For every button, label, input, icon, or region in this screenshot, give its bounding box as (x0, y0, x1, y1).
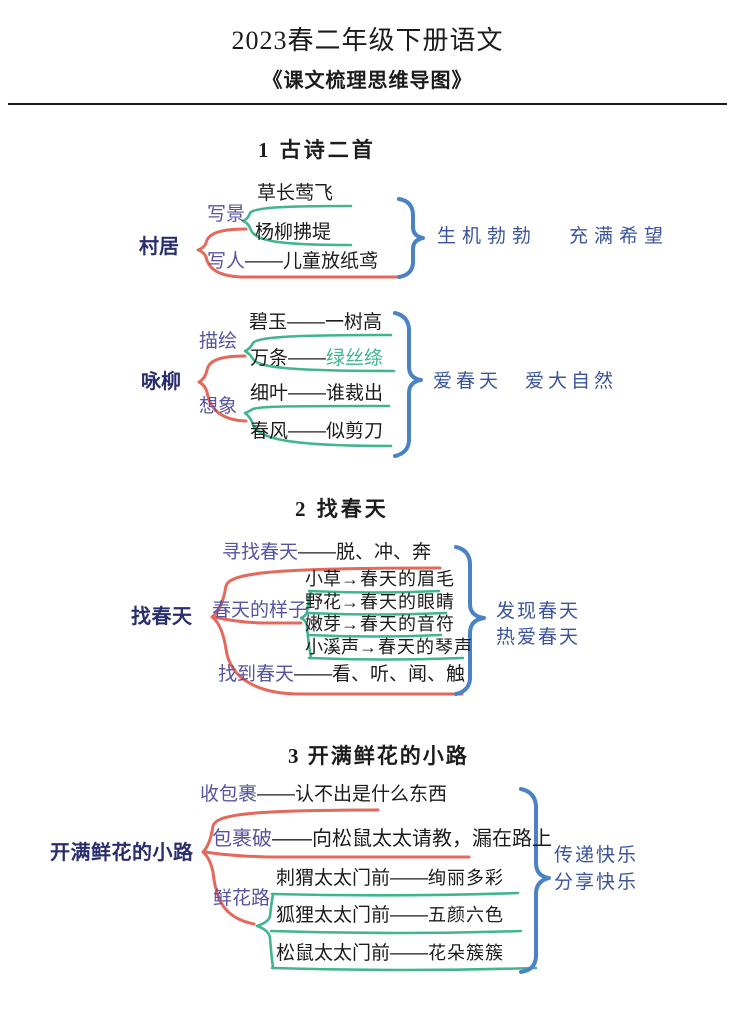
xiejing-green-bracket (241, 204, 353, 247)
row-nenya: 嫩芽→春天的音符 (305, 614, 455, 635)
yongliu-red-brace (197, 354, 248, 423)
item-xiye: 细叶——谁裁出 (250, 383, 384, 404)
label-xiejing: 写景 (207, 204, 246, 225)
item-chunfeng: 春风——似剪刀 (250, 421, 384, 442)
item-caozhangyingfei: 草长莺飞 (257, 183, 334, 204)
xianhualu-underline-3 (270, 966, 538, 972)
row-xunzhao: 寻找春天——脱、冲、奔 (222, 542, 431, 564)
label-xunzhao: 寻找春天 (222, 542, 299, 563)
text-ciwei-tail: 绚丽多彩 (428, 868, 505, 888)
row-songshu: 松鼠太太门前——花朵簇簇 (276, 943, 504, 965)
note-shengji: 生机勃勃 (437, 226, 538, 247)
page-subtitle: 《课文梳理思维导图》 (262, 70, 473, 92)
header-divider (8, 103, 727, 105)
yongliu-blue-brace (393, 311, 423, 458)
xiaolu-blue-brace (519, 787, 551, 974)
zhaochuntian-middle-arm (212, 615, 303, 625)
cunju-blue-brace (397, 197, 425, 279)
label-miaohui: 描绘 (199, 331, 238, 352)
lesson2-heading: 2 找春天 (295, 497, 389, 521)
row-baoguopo: 包裹破——向松鼠太太请教，漏在路上 (212, 828, 552, 851)
label-shoubaoguo: 收包裹 (200, 784, 258, 805)
text-ciwei: 刺猬太太门前—— (276, 868, 429, 889)
text-songshu: 松鼠太太门前—— (276, 943, 429, 964)
text-xiaocao-tail: →春天的眉毛 (341, 569, 455, 589)
topic-yongliu: 咏柳 (141, 371, 181, 393)
xianhualu-underline-1 (270, 891, 520, 897)
page-title: 2023春二年级下册语文 (231, 26, 504, 55)
note-reai: 热爱春天 (496, 627, 581, 648)
topic-zhaochuntian: 找春天 (131, 606, 193, 628)
text-huli-tail: 五颜六色 (428, 905, 505, 925)
note-chongman: 充满希望 (569, 226, 670, 247)
row-xiaoxisheng: 小溪声→春天的琴声 (305, 637, 473, 658)
row-ciwei: 刺猬太太门前——绚丽多彩 (276, 868, 504, 890)
topic-cunju: 村居 (139, 236, 179, 258)
text-baoguopo-rest: ——向松鼠太太请教，漏在路上 (272, 828, 552, 850)
row-yehua: 野花→春天的眼睛 (305, 592, 455, 613)
text-lvsitao: 绿丝绦 (326, 348, 384, 369)
row-xiaocao: 小草→春天的眉毛 (305, 569, 455, 590)
xiaolu-middle-arm (203, 850, 471, 859)
label-baoguopo: 包裹破 (212, 828, 272, 850)
note-faxian: 发现春天 (496, 601, 581, 622)
row-wantiao: 万条——绿丝绦 (250, 348, 383, 370)
note-fenxiang: 分享快乐 (554, 872, 639, 893)
zhaochuntian-blue-brace (454, 545, 486, 696)
text-xiaoxisheng-tail: →春天的琴声 (359, 637, 473, 657)
row-zhaodao: 找到春天——看、听、闻、触 (218, 664, 465, 686)
row-huli: 狐狸太太门前——五颜六色 (276, 905, 504, 927)
text-xiaoxisheng: 小溪声 (305, 637, 359, 657)
text-shoubaoguo-rest: ——认不出是什么东西 (257, 784, 448, 805)
note-chuandi: 传递快乐 (554, 845, 639, 866)
yangzi-underline-4 (307, 656, 465, 661)
text-xieren-rest: ——儿童放纸鸢 (245, 251, 379, 272)
row-shoubaoguo: 收包裹——认不出是什么东西 (200, 784, 447, 806)
item-biyu: 碧玉——一树高 (249, 312, 383, 333)
lesson1-heading: 1 古诗二首 (258, 138, 376, 162)
text-yehua: 野花 (305, 592, 341, 612)
label-zhaodao: 找到春天 (218, 664, 295, 685)
text-xunzhao-rest: ——脱、冲、奔 (298, 542, 432, 563)
text-nenya: 嫩芽 (305, 614, 341, 634)
note-aichuntian: 爱春天 (433, 371, 503, 392)
yangzi-underline-2 (306, 611, 448, 616)
topic-xiaolu: 开满鲜花的小路 (50, 842, 194, 864)
xiaolu-red-brace (201, 808, 380, 926)
cunju-red-brace (196, 227, 400, 279)
label-yangzi: 春天的样子 (212, 600, 308, 621)
text-huli: 狐狸太太门前—— (276, 905, 429, 926)
miaohui-green-bracket (243, 333, 396, 373)
label-xieren: 写人 (207, 251, 246, 272)
note-aidaziran: 爱大自然 (525, 371, 618, 392)
yangzi-underline-3 (306, 633, 443, 638)
text-nenya-tail: →春天的音符 (341, 614, 455, 634)
xianhualu-green-spine (255, 892, 275, 970)
yangzi-underline-1 (307, 589, 441, 594)
text-yehua-tail: →春天的眼睛 (341, 592, 455, 612)
text-zhaodao-rest: ——看、听、闻、触 (294, 664, 466, 685)
text-xiaocao: 小草 (305, 569, 341, 589)
xiangxiang-green-bracket (243, 404, 393, 448)
label-xianhualu: 鲜花路 (213, 888, 271, 909)
label-xiangxiang: 想象 (199, 396, 238, 417)
item-yangliufudi: 杨柳拂堤 (255, 222, 332, 243)
xianhualu-underline-2 (269, 929, 523, 935)
text-songshu-tail: 花朵簇簇 (428, 943, 505, 963)
text-wantiao-head: 万条—— (250, 348, 327, 369)
lesson3-heading: 3 开满鲜花的小路 (288, 744, 469, 768)
row-xieren: 写人——儿童放纸鸢 (207, 251, 378, 273)
